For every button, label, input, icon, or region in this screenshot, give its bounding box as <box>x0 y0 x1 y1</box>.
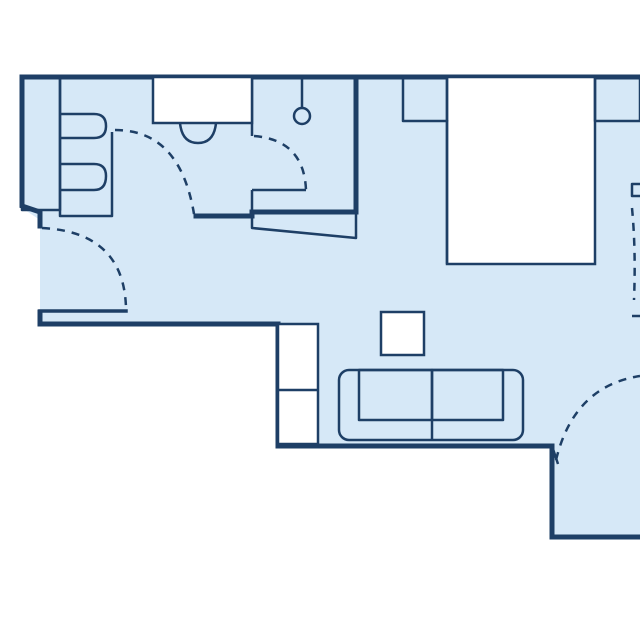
sofa-cushion-right <box>430 368 505 422</box>
washing-machine <box>60 112 108 140</box>
wardrobe-edge-right <box>630 182 640 198</box>
shower-head-icon <box>292 106 312 126</box>
bedroom-door-swing <box>630 207 636 301</box>
coffee-table <box>379 310 426 357</box>
outer-wall <box>37 309 640 540</box>
tv-cabinet <box>276 322 320 446</box>
entrance-door-swing <box>41 226 128 309</box>
balcony-door-frame <box>550 445 560 465</box>
dryer <box>60 162 108 192</box>
double-bed <box>445 75 597 266</box>
bathroom-door-swing <box>114 128 196 215</box>
vanity-sink <box>178 122 218 145</box>
nightstand-right <box>593 75 640 123</box>
nightstand-left <box>401 75 449 123</box>
bathroom-partition <box>250 190 358 240</box>
laundry-niche <box>58 77 114 218</box>
balcony-door-swing <box>554 374 640 461</box>
vanity-counter <box>151 75 254 125</box>
